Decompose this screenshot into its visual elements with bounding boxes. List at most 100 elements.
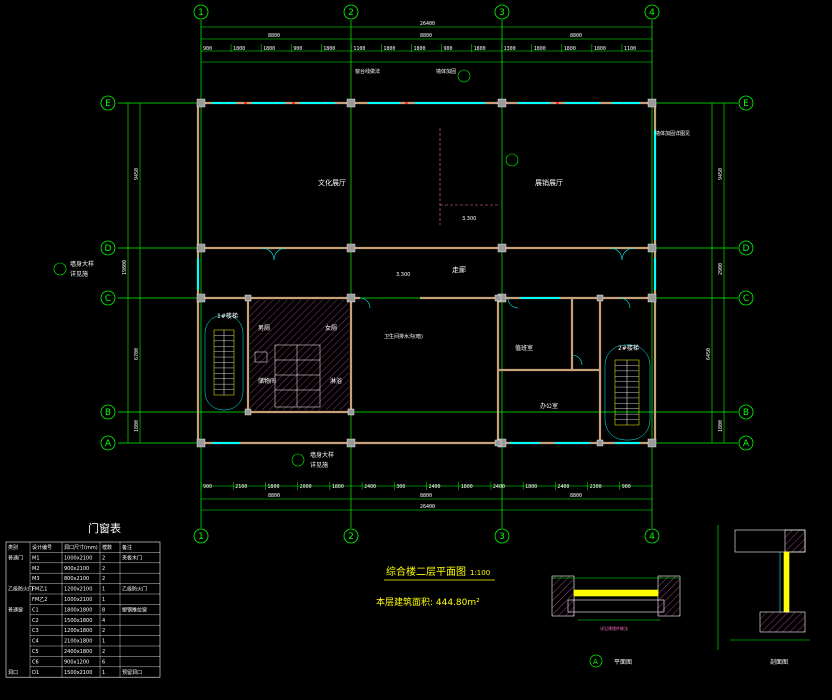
left-total-dim: 19800	[122, 260, 128, 275]
table-title: 门窗表	[88, 521, 121, 535]
detail-plan-circle-label: A	[593, 658, 598, 666]
wall-detail-2b: 详见施	[310, 461, 328, 469]
drawing-scale: 1:100	[470, 569, 490, 577]
table-cell: M1	[32, 555, 40, 561]
table-cell: M3	[32, 576, 40, 582]
sub-dimension: 2400	[557, 484, 569, 490]
sub-dimension: 1800	[267, 484, 279, 490]
table-cell: 1500x2100	[64, 670, 92, 676]
column	[497, 243, 507, 253]
axis-2-top: 2	[348, 8, 354, 18]
table-cell: 1	[102, 639, 105, 645]
room-stair-right: 2#楼梯	[618, 344, 639, 352]
column	[497, 98, 507, 108]
elevation-1: 3.300	[396, 272, 410, 278]
room-duty: 值班室	[515, 344, 533, 352]
table-cell: 夹板木门	[122, 554, 142, 561]
note-right: 墙体加固详图见	[655, 130, 690, 137]
top-bay-3: 8800	[570, 33, 582, 39]
table-cell: 1800x1800	[64, 607, 92, 613]
table-cell: 2	[102, 555, 105, 561]
table-cell: 6	[102, 659, 105, 665]
column	[347, 408, 355, 416]
table-cell: C5	[32, 649, 39, 655]
sub-dimension: 1100	[624, 46, 636, 52]
axis-1-top: 1	[198, 8, 204, 18]
table-header-cell: 洞口尺寸(mm)	[64, 544, 98, 551]
sub-dimension: 900	[203, 484, 212, 490]
sub-dimension: 1800	[534, 46, 546, 52]
table-cell: C3	[32, 628, 39, 634]
table-frame	[5, 541, 161, 678]
detail-plan-circle	[589, 654, 603, 668]
doors	[261, 247, 635, 366]
note-top-2: 墙体加固	[436, 68, 456, 75]
table-cell: 900x2100	[64, 566, 89, 572]
bottom-bay-3: 8800	[570, 493, 582, 499]
bottom-total-dim: 26400	[420, 504, 435, 510]
column	[647, 98, 657, 108]
table-header-cell: 类别	[8, 544, 18, 551]
wall-detail-2: 墙身大样	[310, 451, 334, 459]
detail-plan-note: 详见预埋件做法	[600, 625, 628, 631]
room-storage: 储物间	[258, 377, 276, 385]
axis-4-bottom: 4	[649, 532, 655, 542]
sub-dimension: 1800	[564, 46, 576, 52]
column	[346, 243, 356, 253]
table-header-cell: 设计编号	[32, 544, 52, 551]
sub-dimension: 1800	[525, 484, 537, 490]
sub-dimension: 1800	[461, 484, 473, 490]
left-dim-1: 9450	[134, 168, 140, 180]
room-toilet-men: 男厕	[258, 325, 270, 332]
axis-bubbles	[100, 4, 754, 544]
sub-dimension: 1800	[233, 46, 245, 52]
top-total-dim: 26400	[420, 21, 435, 27]
axis-B-left: B	[105, 408, 111, 418]
elevation-2: 3.300	[462, 216, 476, 222]
table-cell: FM乙2	[32, 596, 47, 603]
room-shower: 淋浴	[330, 377, 342, 385]
table-cell: 800x2100	[64, 576, 89, 582]
column	[196, 293, 206, 303]
table-cell: 2100x1800	[64, 639, 92, 645]
column	[647, 438, 657, 448]
note-top-1: 窗台线做法	[355, 68, 380, 75]
side-dimensions	[127, 103, 725, 443]
column	[647, 243, 657, 253]
column	[244, 408, 252, 416]
column	[346, 293, 356, 303]
table-cell: 2	[102, 576, 105, 582]
toilet-fixtures	[254, 344, 321, 408]
table-cell: 普通窗	[8, 606, 23, 613]
column	[647, 293, 657, 303]
table-cell: C6	[32, 659, 39, 665]
table-cell: 1	[102, 670, 105, 676]
table-cell: 2	[102, 628, 105, 634]
axis-1-bottom: 1	[198, 532, 204, 542]
table-cell: M2	[32, 566, 40, 572]
table-cell: 塑钢推拉窗	[122, 606, 147, 613]
detail-section	[717, 525, 810, 650]
sub-dimension: 900	[293, 46, 302, 52]
column	[346, 98, 356, 108]
table-cell: 1000x2100	[64, 555, 92, 561]
right-dim-1: 9450	[718, 168, 724, 180]
table-cell: 1500x1800	[64, 618, 92, 624]
room-office: 办公室	[540, 402, 558, 410]
sub-dimension: 1800	[474, 46, 486, 52]
top-bay-2: 8800	[420, 33, 432, 39]
column	[196, 98, 206, 108]
sub-dimension: 900	[203, 46, 212, 52]
column	[196, 438, 206, 448]
sub-dimension: 1800	[263, 46, 275, 52]
column	[196, 243, 206, 253]
axis-4-top: 4	[649, 8, 655, 18]
stair-left	[204, 314, 244, 411]
detail-plan-label: 平面图	[614, 659, 632, 666]
table-cell: 1000x2100	[64, 597, 92, 603]
sub-dimension: 1800	[413, 46, 425, 52]
left-dim-3: 1800	[134, 420, 140, 432]
detail-section-label: 剖面图	[770, 658, 788, 666]
